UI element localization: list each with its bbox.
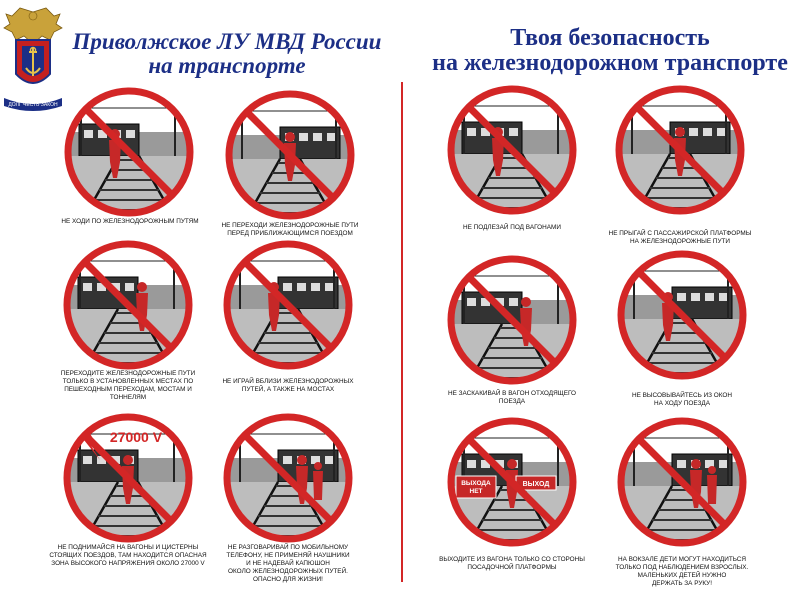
prohibition-ring bbox=[223, 413, 353, 543]
ribbon bbox=[4, 98, 62, 111]
ribbon-text: ДОЛГ ЧЕСТЬ ЗАКОН bbox=[8, 102, 58, 108]
prohibition-slash bbox=[82, 259, 174, 351]
warning-caption-6: НЕ РАЗГОВАРИВАЙ ПО МОБИЛЬНОМУ ТЕЛЕФОНУ, … bbox=[226, 544, 350, 583]
police-emblem: ДОЛГ ЧЕСТЬ ЗАКОН bbox=[3, 7, 63, 111]
warning-caption-8: НЕ ПРЫГАЙ С ПАССАЖИРСКОЙ ПЛАТФОРМЫ НА ЖЕ… bbox=[608, 230, 752, 245]
warning-caption-9: НЕ ЗАСКАКИВАЙ В ВАГОН ОТХОДЯЩЕГО ПОЕЗДА bbox=[447, 390, 577, 405]
prohibition-ring bbox=[63, 413, 193, 543]
warning-sign-8 bbox=[615, 85, 745, 215]
warning-caption-7: НЕ ПОДЛЕЗАЙ ПОД ВАГОНАМИ bbox=[463, 224, 561, 231]
warning-caption-5: НЕ ПОДНИМАЙСЯ НА ВАГОНЫ И ЦИСТЕРНЫ СТОЯЩ… bbox=[49, 544, 207, 567]
warning-caption-11: ВЫХОДИТЕ ИЗ ВАГОНА ТОЛЬКО СО СТОРОНЫ ПОС… bbox=[439, 556, 585, 571]
right-title: Твоя безопасность на железнодорожном тра… bbox=[410, 25, 800, 77]
warning-caption-4: НЕ ИГРАЙ ВБЛИЗИ ЖЕЛЕЗНОДОРОЖНЫХ ПУТЕЙ, А… bbox=[222, 378, 354, 393]
warning-sign-5: 27000 V bbox=[63, 413, 193, 543]
warning-caption-3: ПЕРЕХОДИТЕ ЖЕЛЕЗНОДОРОЖНЫЕ ПУТИ ТОЛЬКО В… bbox=[60, 370, 196, 401]
prohibition-slash bbox=[244, 109, 336, 201]
shield-icon bbox=[15, 39, 51, 84]
prohibition-slash bbox=[466, 104, 558, 196]
scene-illustration bbox=[228, 245, 348, 365]
prohibition-ring bbox=[615, 85, 745, 215]
prohibition-slash bbox=[242, 259, 334, 351]
warning-caption-2: НЕ ПЕРЕХОДИ ЖЕЛЕЗНОДОРОЖНЫЕ ПУТИ ПЕРЕД П… bbox=[221, 222, 359, 237]
warning-sign-2 bbox=[225, 90, 355, 220]
warning-sign-9 bbox=[447, 255, 577, 385]
prohibition-slash bbox=[466, 436, 558, 528]
prohibition-ring bbox=[617, 250, 747, 380]
prohibition-ring bbox=[64, 87, 194, 217]
warning-sign-12 bbox=[617, 417, 747, 547]
center-divider bbox=[401, 82, 403, 582]
warning-caption-10: НЕ ВЫСОВЫВАЙТЕСЬ ИЗ ОКОН НА ХОДУ ПОЕЗДА bbox=[631, 392, 733, 407]
prohibition-slash bbox=[82, 432, 174, 524]
left-title-line1: Приволжское ЛУ МВД России bbox=[72, 29, 382, 54]
warning-caption-1: НЕ ХОДИ ПО ЖЕЛЕЗНОДОРОЖНЫМ ПУТЯМ bbox=[61, 218, 199, 225]
warning-sign-6 bbox=[223, 413, 353, 543]
prohibition-slash bbox=[636, 269, 728, 361]
left-title: Приволжское ЛУ МВД России на транспорте bbox=[62, 29, 392, 79]
right-title-line1: Твоя безопасность bbox=[510, 25, 710, 51]
prohibition-ring bbox=[63, 240, 193, 370]
warning-caption-12: НА ВОКЗАЛЕ ДЕТИ МОГУТ НАХОДИТЬСЯ ТОЛЬКО … bbox=[615, 556, 749, 587]
prohibition-slash bbox=[634, 104, 726, 196]
prohibition-ring bbox=[617, 417, 747, 547]
warning-sign-10 bbox=[617, 250, 747, 380]
right-title-line2: на железнодорожном транспорте bbox=[432, 50, 788, 77]
prohibition-slash bbox=[242, 432, 334, 524]
voltage-badge: 27000 V bbox=[110, 429, 163, 445]
prohibition-ring bbox=[223, 240, 353, 370]
warning-sign-1 bbox=[64, 87, 194, 217]
prohibition-ring bbox=[447, 417, 577, 547]
prohibition-slash bbox=[466, 274, 558, 366]
warning-sign-4 bbox=[223, 240, 353, 370]
prohibition-ring bbox=[225, 90, 355, 220]
prohibition-ring bbox=[447, 255, 577, 385]
prohibition-ring bbox=[447, 85, 577, 215]
eagle-icon bbox=[3, 7, 63, 45]
prohibition-slash bbox=[83, 106, 175, 198]
prohibition-slash bbox=[636, 436, 728, 528]
warning-sign-7 bbox=[447, 85, 577, 215]
left-title-line2: на транспорте bbox=[148, 53, 306, 79]
exit-sign-text: ВЫХОД bbox=[523, 481, 550, 488]
no-exit-sign bbox=[455, 475, 497, 499]
warning-sign-3 bbox=[63, 240, 193, 370]
